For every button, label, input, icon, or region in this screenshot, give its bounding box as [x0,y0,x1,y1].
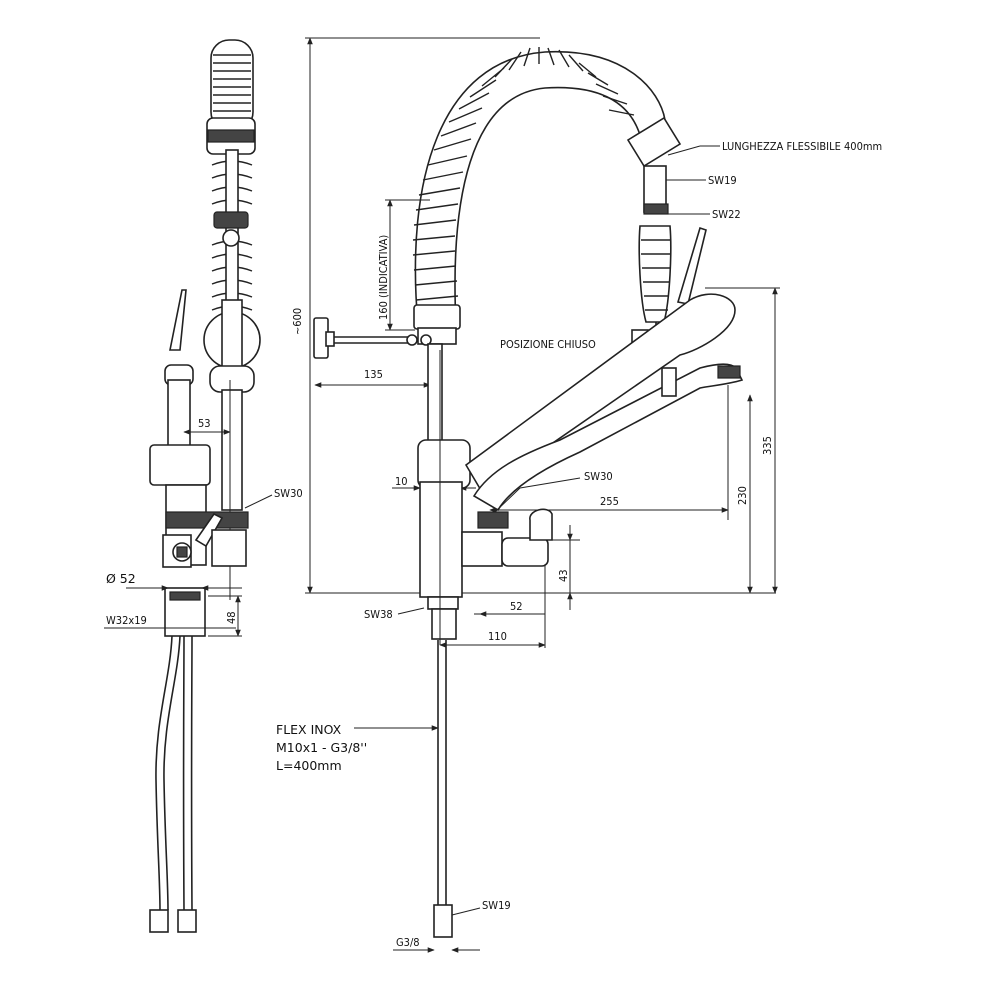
dim-48: 48 [225,611,238,624]
label-sw30-side: SW30 [274,487,303,500]
label-flex-thread: M10x1 - G3/8'' [276,740,367,755]
label-sw19-top: SW19 [708,174,737,187]
side-flex-hoses [149,635,197,933]
label-sw30-front: SW30 [584,470,613,483]
dim-600: ~600 [291,308,304,335]
side-body [149,289,249,637]
front-dimensions: ~600 160 (INDICATIVA) 135 10 255 230 335 [291,37,780,648]
front-flex-hose: G3/8 SW19 [393,640,511,953]
label-g38: G3/8 [396,936,420,949]
front-labels: LUNGHEZZA FLESSIBILE 400mm SW19 SW22 POS… [276,140,882,773]
side-spring-coil [203,39,261,393]
label-sw22: SW22 [712,208,741,221]
side-dimensions: 53 SW30 Ø 52 W32x19 48 [104,417,303,637]
front-view: ~600 160 (INDICATIVA) 135 10 255 230 335 [276,37,882,953]
label-sw19-bottom: SW19 [482,899,511,912]
front-spring-arc [412,47,666,345]
label-sw38: SW38 [364,608,393,621]
label-phi52: Ø 52 [106,571,136,586]
dim-335: 335 [761,436,774,455]
label-flex-length-l: L=400mm [276,758,342,773]
dim-10: 10 [395,475,408,488]
front-wall-bracket [313,317,432,359]
label-w32x19: W32x19 [106,614,147,627]
dim-255: 255 [600,495,619,508]
dim-110: 110 [488,630,507,643]
front-column [417,343,471,645]
front-valve [461,477,581,567]
dim-160: 160 (INDICATIVA) [377,235,390,320]
dim-230: 230 [736,486,749,505]
label-posizione: POSIZIONE CHIUSO [500,338,596,351]
dim-53: 53 [198,417,211,430]
label-flex-inox: FLEX INOX [276,722,342,737]
label-flex-length: LUNGHEZZA FLESSIBILE 400mm [722,140,882,153]
dim-135: 135 [364,368,383,381]
front-spout [464,293,744,512]
side-view: 53 SW30 Ø 52 W32x19 48 [104,39,303,933]
dim-43: 43 [557,569,570,582]
dim-52: 52 [510,600,523,613]
